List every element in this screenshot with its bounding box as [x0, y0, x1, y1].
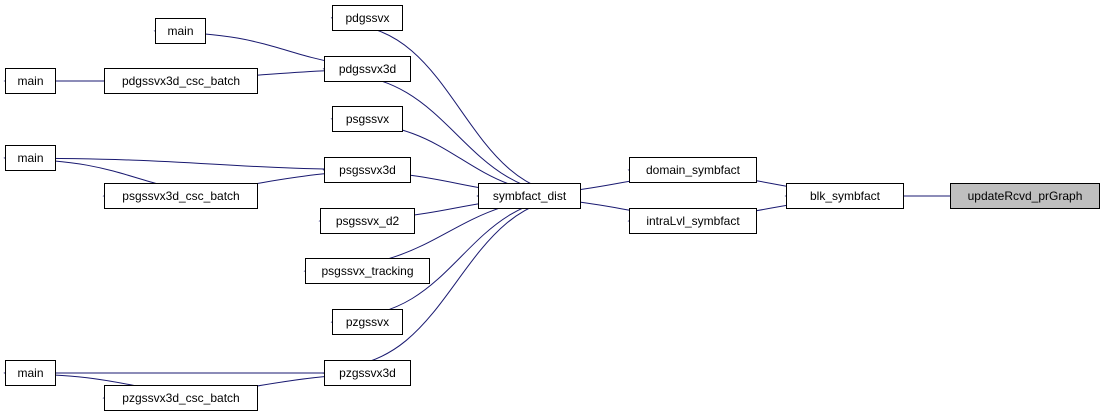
node-blk-symbfact[interactable]: blk_symbfact [786, 183, 904, 209]
node-psgssvx-d2[interactable]: psgssvx_d2 [320, 208, 415, 234]
node-pdgssvx[interactable]: pdgssvx [332, 5, 403, 31]
node-main[interactable]: main [5, 360, 56, 386]
node-pdgssvx3d[interactable]: pdgssvx3d [324, 56, 411, 82]
node-psgssvx[interactable]: psgssvx [332, 106, 403, 132]
node-main[interactable]: main [5, 68, 56, 94]
node-symbfact-dist[interactable]: symbfact_dist [478, 183, 581, 209]
node-pzgssvx3d[interactable]: pzgssvx3d [324, 360, 411, 386]
node-psgssvx3d[interactable]: psgssvx3d [324, 157, 411, 183]
node-domain-symbfact[interactable]: domain_symbfact [629, 157, 757, 183]
node-intraLvl-symbfact[interactable]: intraLvl_symbfact [629, 208, 757, 234]
node-psgssvx-tracking[interactable]: psgssvx_tracking [305, 258, 430, 284]
node-pdgssvx3d-csc-batch[interactable]: pdgssvx3d_csc_batch [104, 68, 258, 94]
node-main[interactable]: main [155, 18, 206, 44]
node-pzgssvx3d-csc-batch[interactable]: pzgssvx3d_csc_batch [104, 385, 258, 411]
node-main[interactable]: main [5, 145, 56, 171]
node-psgssvx3d-csc-batch[interactable]: psgssvx3d_csc_batch [104, 183, 258, 209]
node-pzgssvx[interactable]: pzgssvx [332, 309, 403, 335]
node-updateRcvd-prGraph: updateRcvd_prGraph [950, 183, 1100, 209]
